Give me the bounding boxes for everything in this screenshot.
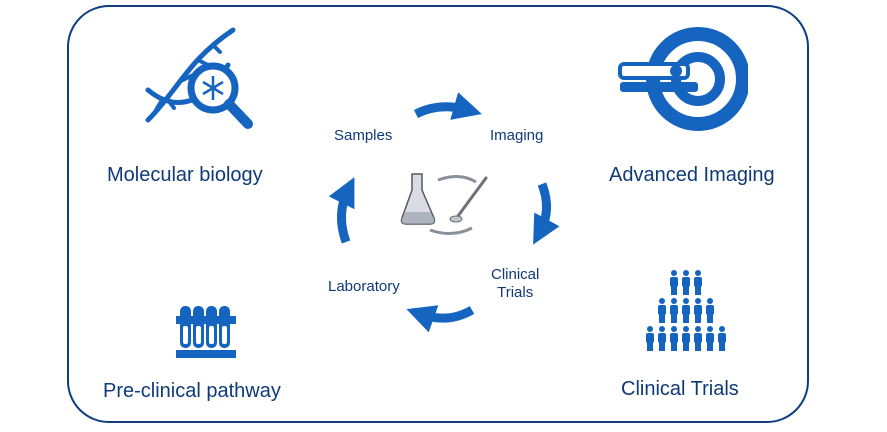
person-figure <box>670 298 678 323</box>
test-tubes-icon <box>176 302 236 358</box>
person-figure <box>706 298 714 323</box>
cycle-label-imaging: Imaging <box>490 127 544 144</box>
cycle-arrows <box>320 92 580 342</box>
person-figure <box>718 326 726 351</box>
mri-scanner-icon <box>618 24 748 144</box>
person-figure <box>706 326 714 351</box>
arrow-clinical-to-laboratory <box>406 305 475 333</box>
cycle-label-clinical-line1: Clinical <box>491 266 540 283</box>
arrow-laboratory-to-samples <box>328 177 355 244</box>
cycle-label-samples: Samples <box>334 127 393 144</box>
person-figure <box>682 298 690 323</box>
people-pyramid-icon <box>640 268 732 360</box>
arrow-imaging-to-clinical <box>533 182 560 245</box>
person-figure <box>658 298 666 323</box>
person-figure <box>694 298 702 323</box>
person-figure <box>646 326 654 351</box>
person-figure <box>694 326 702 351</box>
cycle-label-clinical-line2: Trials <box>497 284 534 301</box>
cycle-label-clinical-trials: Clinical Trials <box>491 266 539 302</box>
flask-spatula-icon <box>400 168 500 238</box>
arrow-samples-to-imaging <box>413 92 482 120</box>
label-clinical-trials: Clinical Trials <box>621 378 739 400</box>
person-figure <box>670 326 678 351</box>
label-preclinical-pathway: Pre-clinical pathway <box>103 380 281 402</box>
person-figure <box>694 270 702 295</box>
rounded-frame <box>67 5 809 423</box>
person-figure <box>682 326 690 351</box>
label-advanced-imaging: Advanced Imaging <box>609 164 775 186</box>
person-figure <box>670 270 678 295</box>
label-molecular-biology: Molecular biology <box>107 164 263 186</box>
cycle-label-laboratory: Laboratory <box>328 278 400 295</box>
person-figure <box>682 270 690 295</box>
person-figure <box>658 326 666 351</box>
dna-magnifier-icon <box>138 20 268 140</box>
